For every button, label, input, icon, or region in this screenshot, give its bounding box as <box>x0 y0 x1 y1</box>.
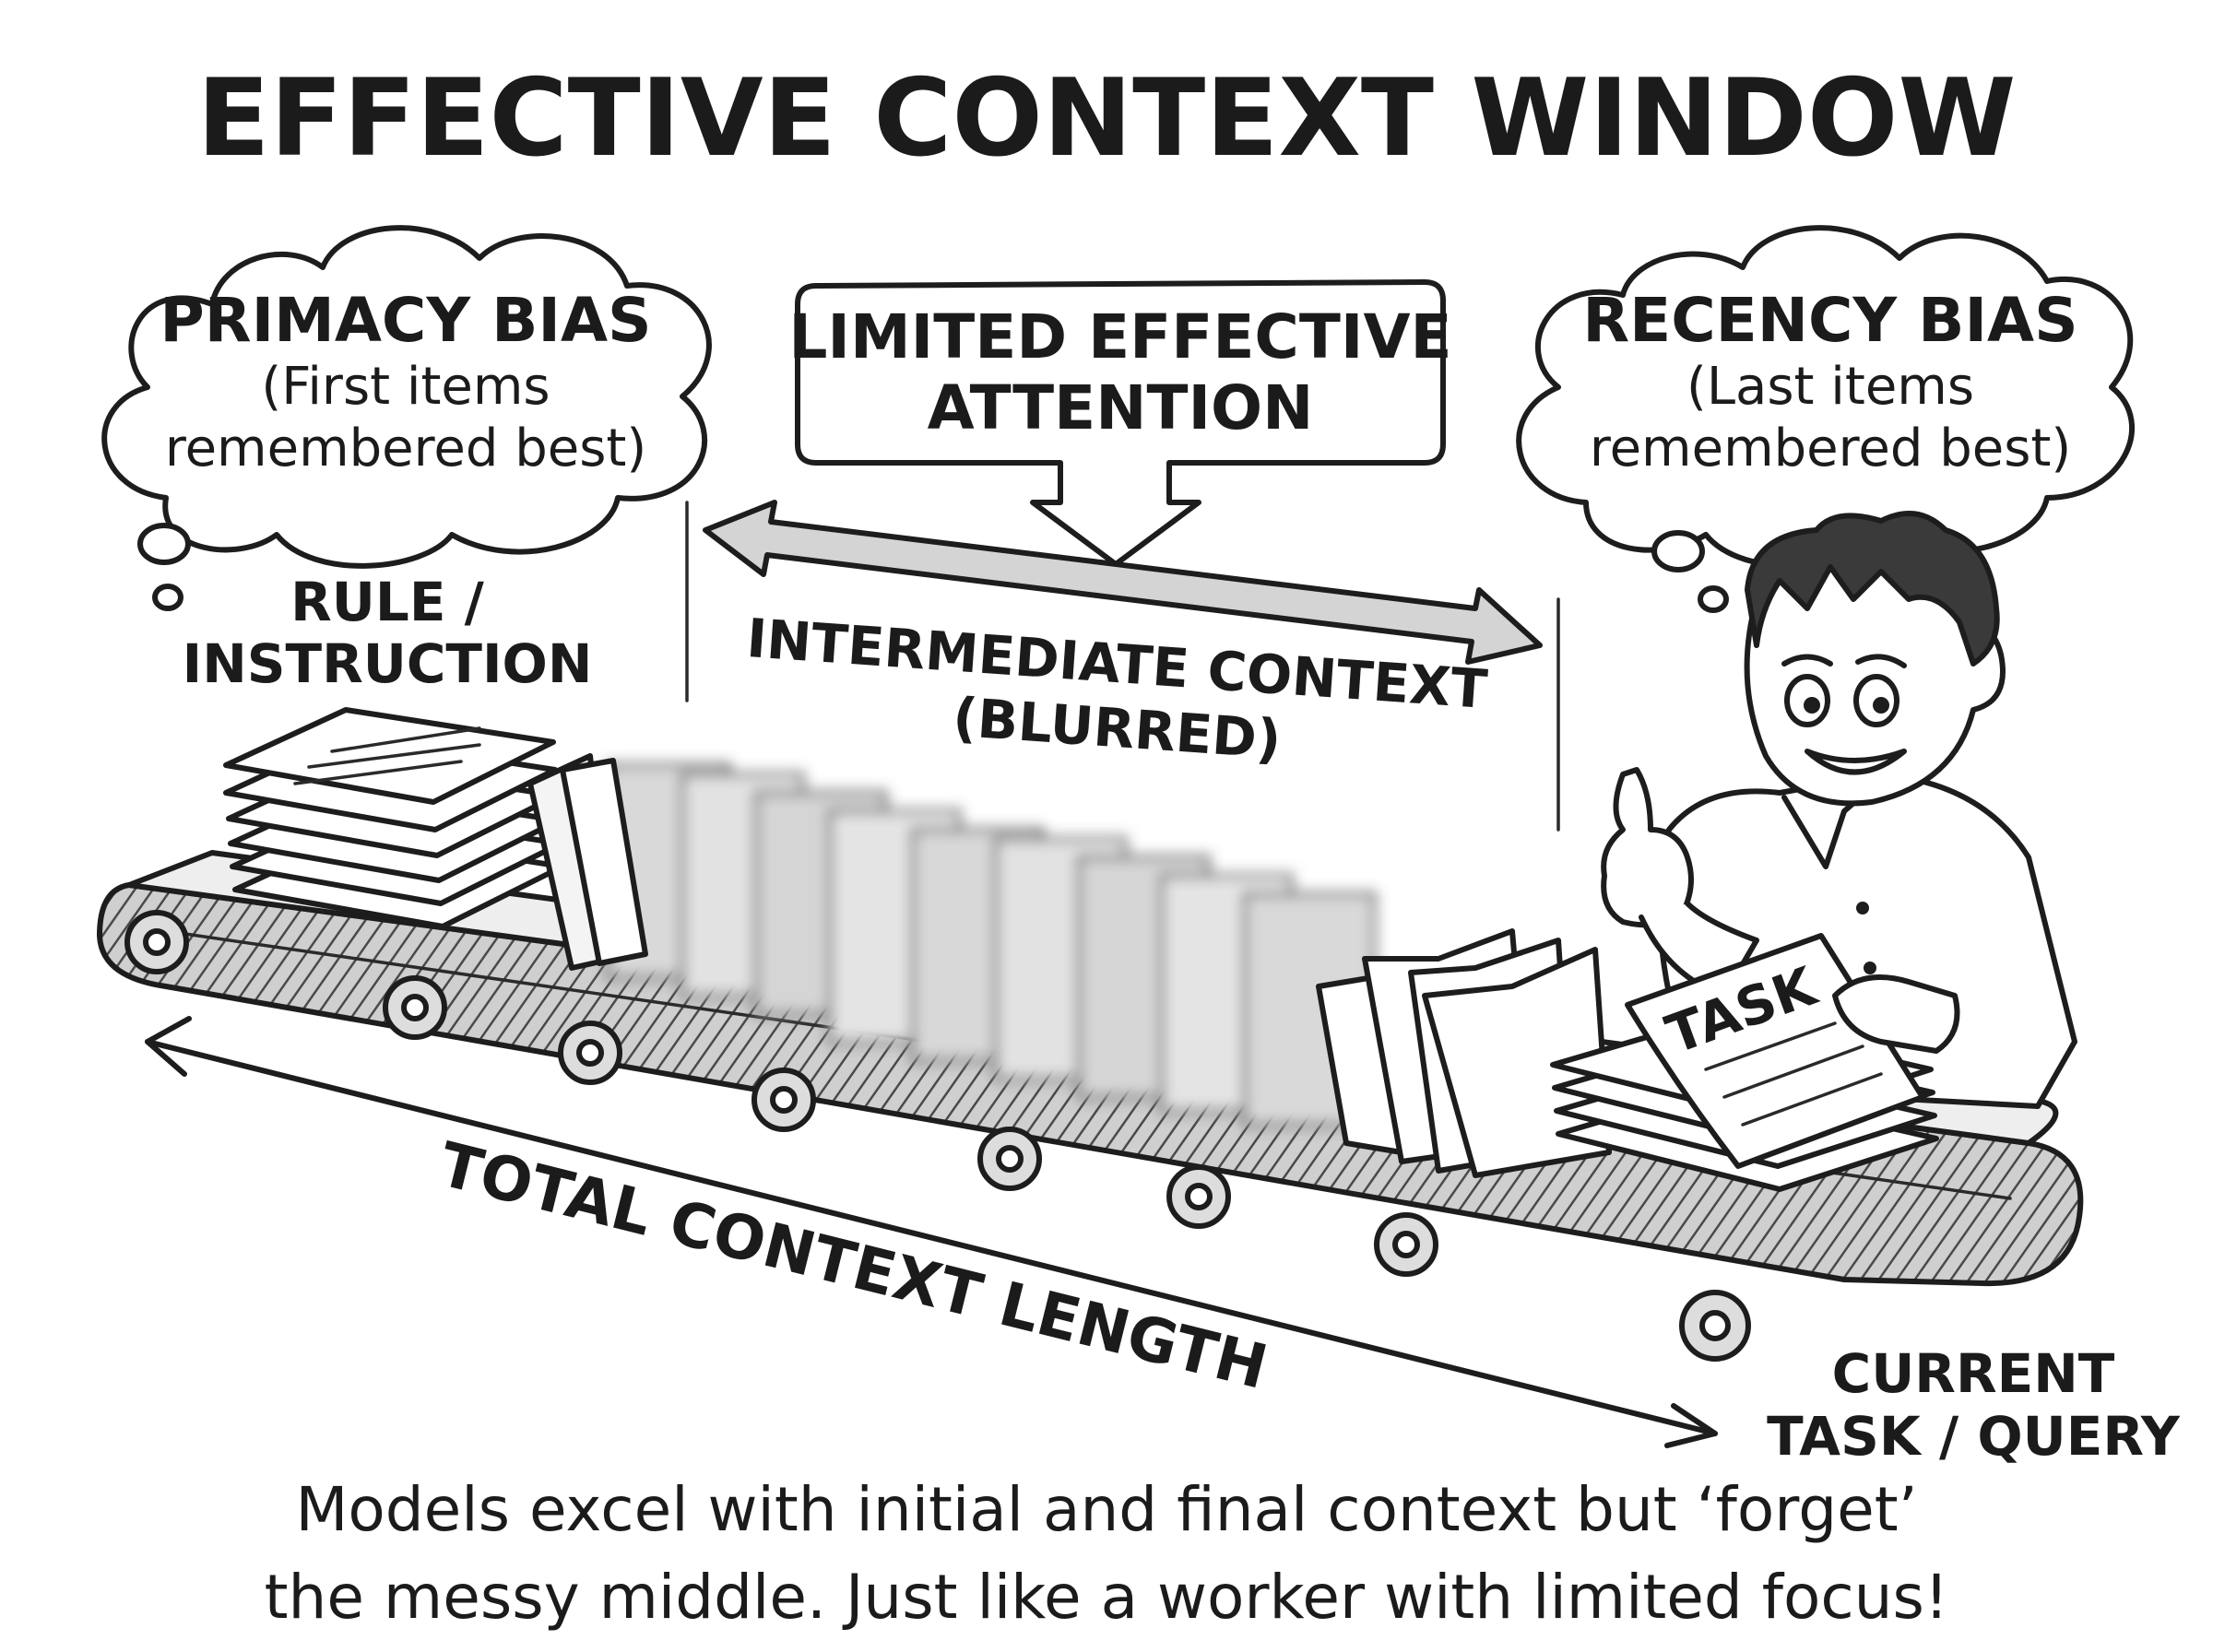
caption-line-2: the messy middle. Just like a worker wit… <box>265 1562 1949 1633</box>
attention-callout-box <box>795 279 1446 567</box>
instruction-paper-stack <box>223 707 565 929</box>
attention-line-2: ATTENTION <box>928 372 1314 443</box>
worker-hair <box>1745 511 2000 667</box>
primacy-thought-bubble <box>101 225 712 611</box>
attention-line-1: LIMITED EFFECTIVE <box>788 301 1451 372</box>
recency-subtext-2: remembered best) <box>1590 419 2071 478</box>
thumbs-up-hand <box>1601 767 1694 928</box>
task-paper-stack <box>1550 933 1960 1192</box>
total-length-label: TOTAL CONTEXT LENGTH <box>432 1128 1274 1403</box>
page-title: EFFECTIVE CONTEXT WINDOW <box>197 56 2017 181</box>
holding-hand <box>1832 974 1960 1054</box>
recency-subtext-1: (Last items <box>1686 357 1974 417</box>
primacy-subtext-1: (First items <box>261 357 550 417</box>
rule-label-1: RULE / <box>290 571 485 633</box>
primacy-subtext-2: remembered best) <box>165 419 646 478</box>
recency-thought-bubble <box>1516 225 2136 613</box>
primacy-heading: PRIMACY BIAS <box>160 285 651 356</box>
current-task-label-1: CURRENT <box>1832 1342 2115 1405</box>
caption-line-1: Models excel with initial and final cont… <box>295 1474 1917 1545</box>
attention-span-marker <box>685 500 1560 832</box>
current-task-label-2: TASK / QUERY <box>1767 1405 2181 1468</box>
first-folder <box>527 753 648 971</box>
rule-label-2: INSTRUCTION <box>183 632 593 695</box>
total-length-arrow <box>145 1016 1718 1448</box>
recency-heading: RECENCY BIAS <box>1582 285 2077 356</box>
attention-double-arrow <box>703 500 1543 665</box>
belt-rollers <box>124 910 1751 1362</box>
